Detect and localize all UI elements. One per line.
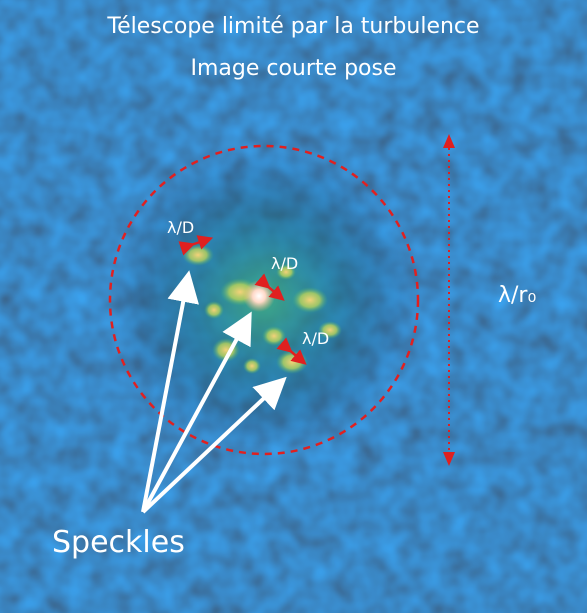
figure-subtitle: Image courte pose (190, 56, 397, 81)
seeing-size-label: λ/r₀ (498, 283, 537, 308)
pointer-arrows (141, 270, 287, 514)
seeing-scale-top-arrow (443, 134, 455, 148)
figure-title: Télescope limité par la turbulence (107, 14, 480, 39)
speckle-size-label-3: λ/D (302, 329, 330, 348)
speckle-scale-arrows (178, 235, 307, 365)
seeing-scale-bottom-arrow (443, 452, 455, 466)
central-speckle (243, 280, 275, 312)
speckle-size-label-1: λ/D (167, 218, 195, 237)
speckle-size-label-2: λ/D (271, 254, 299, 273)
seeing-disk-circle (108, 144, 420, 456)
speckles-label: Speckles (52, 525, 185, 560)
